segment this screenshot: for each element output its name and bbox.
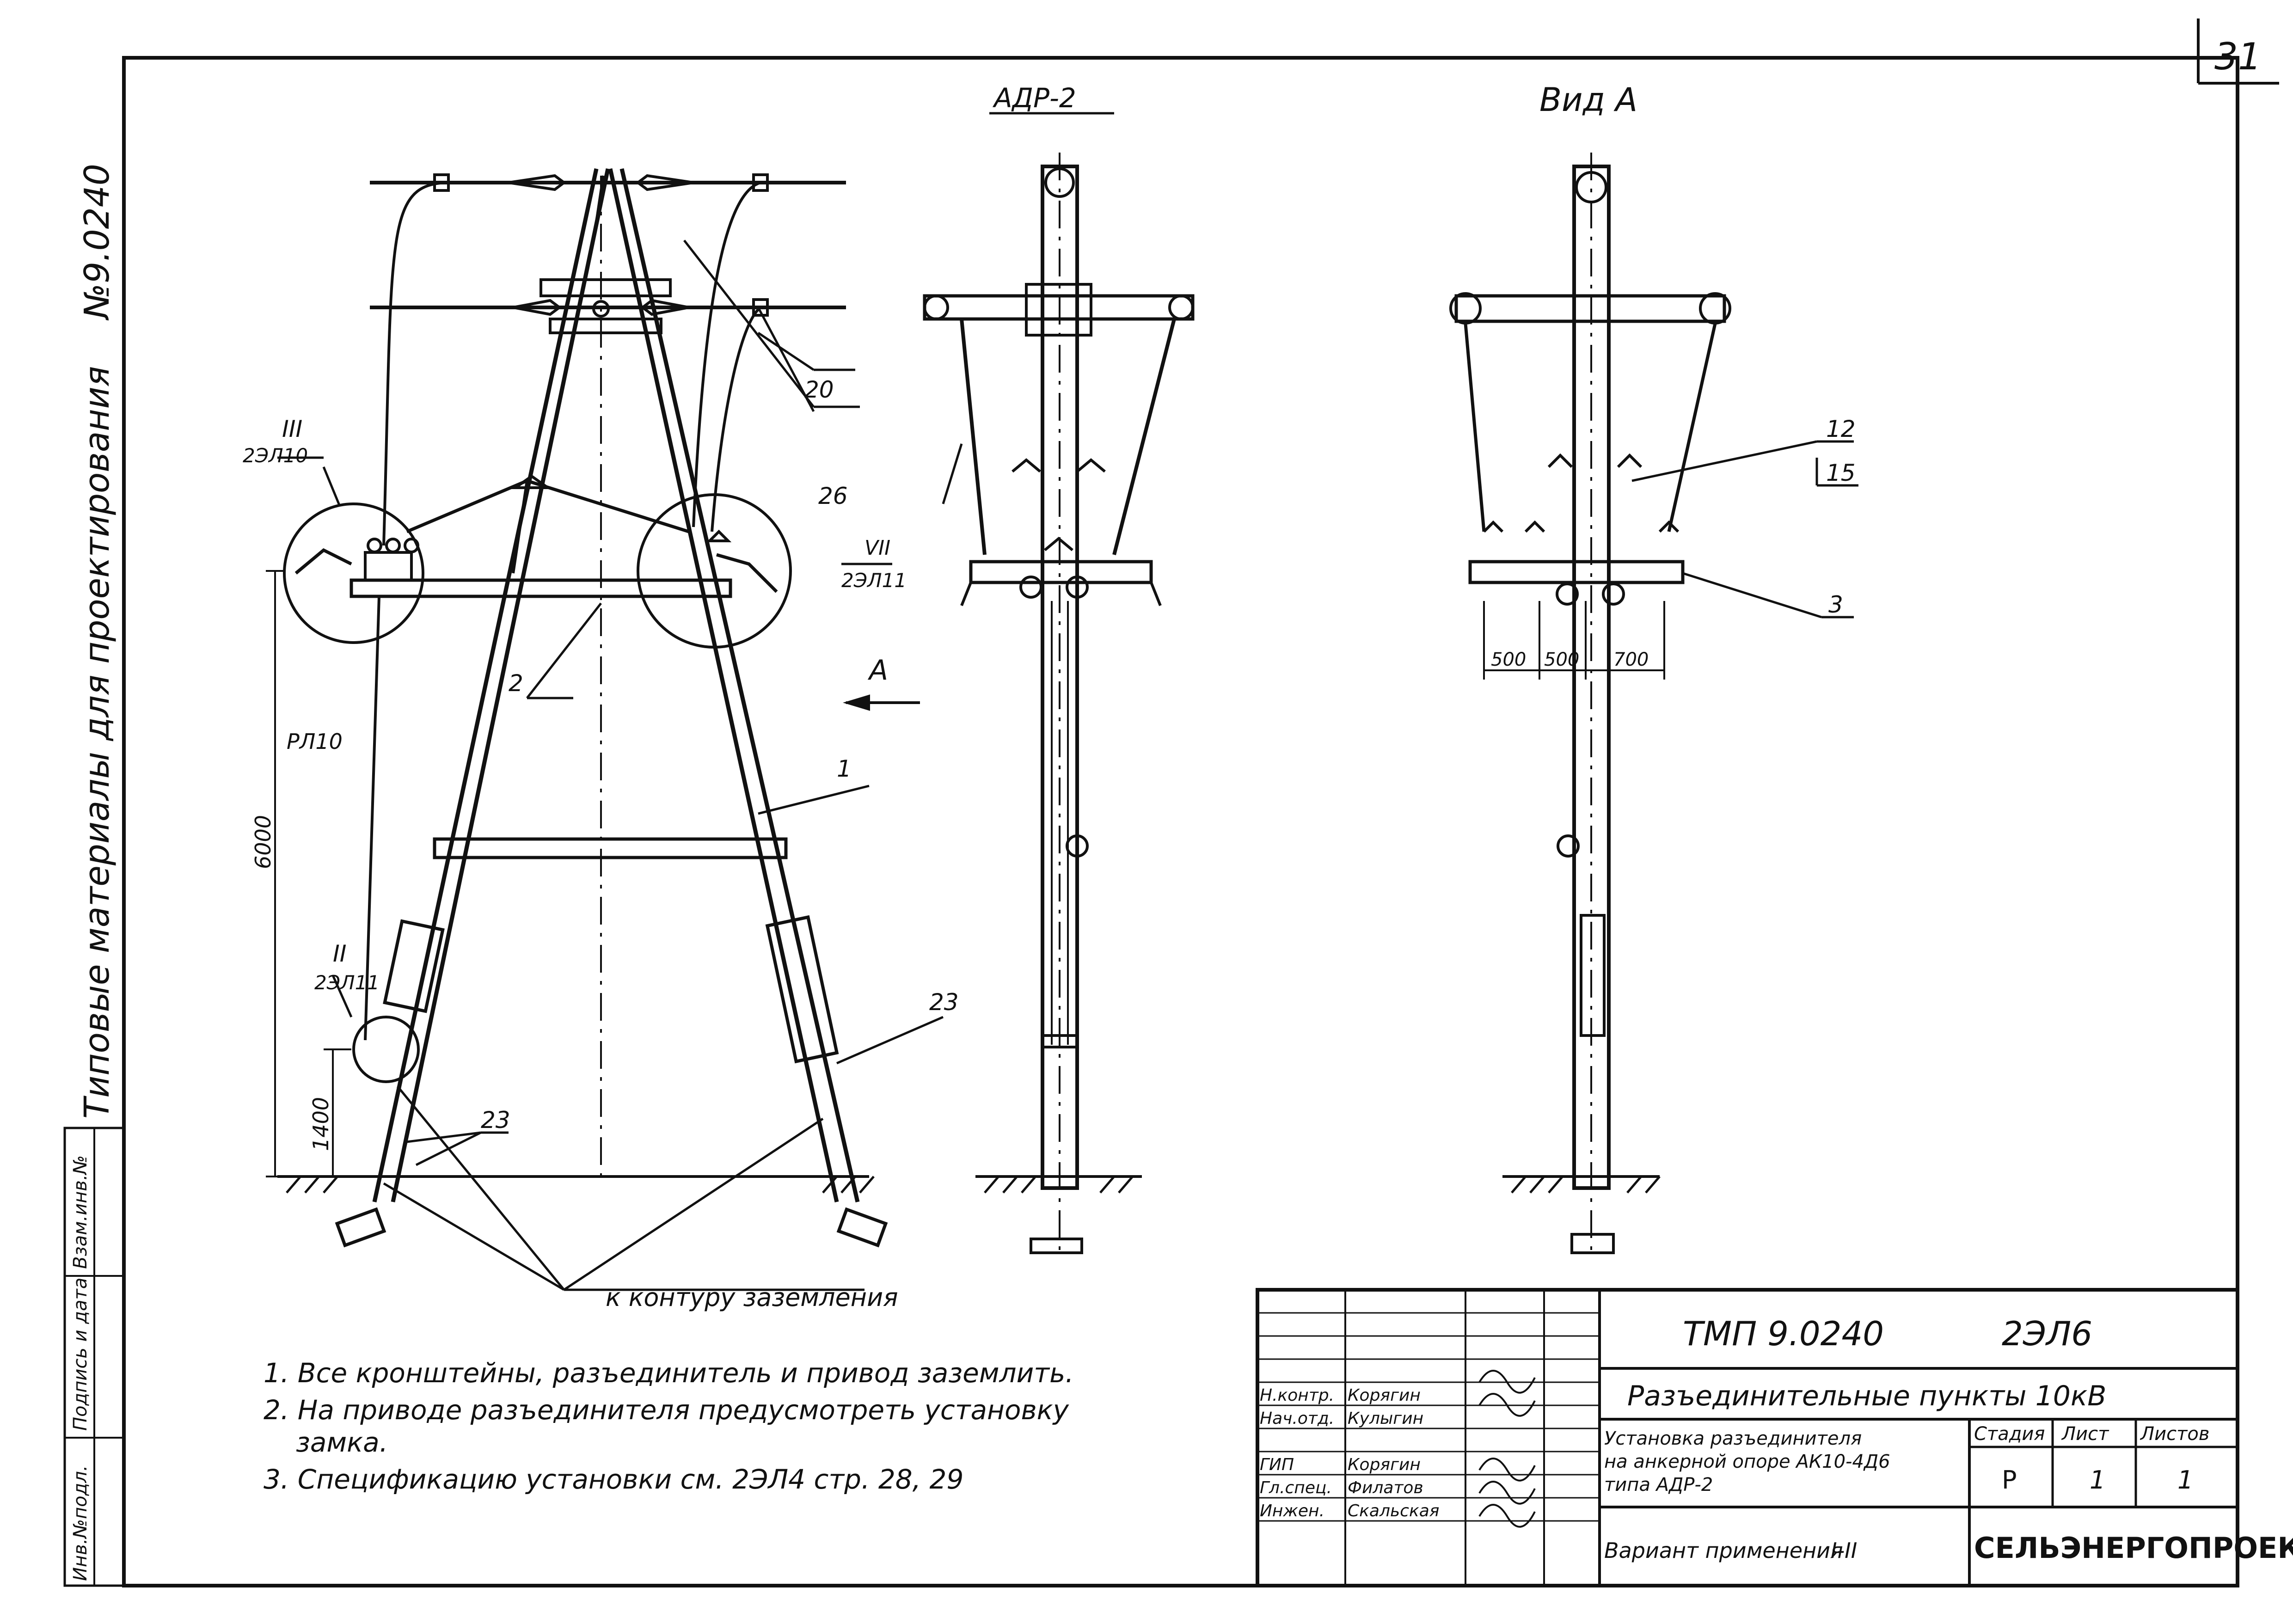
node-2-ref: 2ЭЛ11: [314, 971, 380, 994]
doc-code: ТМП 9.0240: [1683, 1314, 1884, 1353]
frame-border: [122, 56, 2239, 1587]
staff-name-3: Корягин: [1348, 1455, 1421, 1474]
node-3-number: III: [282, 416, 302, 442]
callout-23-right: 23: [929, 989, 959, 1016]
side-table: Инв.№подл. Подпись и дата Взам.инв.№: [63, 1127, 125, 1587]
sheet-label: Лист: [2061, 1423, 2109, 1445]
node-7-ref: 2ЭЛ11: [841, 569, 907, 592]
subtitle-line-1: Установка разъединителя: [1604, 1428, 1862, 1449]
callout-15: 15: [1826, 460, 1856, 486]
dim-700: 700: [1613, 649, 1649, 670]
sheets-value: 1: [2177, 1465, 2193, 1495]
view-title-adr2: АДР-2: [992, 82, 1076, 114]
side-table-cell-1: Инв.№подл.: [70, 1465, 91, 1581]
side-table-cell-3: Взам.инв.№: [70, 1155, 91, 1269]
view-arrow-a: А: [867, 654, 888, 686]
staff-name-5: Скальская: [1348, 1501, 1439, 1520]
callout-2: 2: [509, 670, 523, 697]
sheet-code: 2ЭЛ6: [2002, 1314, 2092, 1353]
callout-26: 26: [818, 483, 848, 509]
dim-500-a: 500: [1491, 649, 1526, 670]
node-2-number: II: [333, 940, 347, 967]
stage-value: Р: [2002, 1465, 2017, 1495]
staff-name-1: Корягин: [1348, 1386, 1421, 1405]
variant-value: I-II: [1831, 1538, 1857, 1563]
staff-name-4: Филатов: [1348, 1478, 1423, 1497]
sheet-value: 1: [2090, 1465, 2105, 1495]
variant-label: Вариант применения: [1604, 1538, 1843, 1563]
adr2-side-view: [923, 153, 1195, 1257]
sheets-label: Листов: [2140, 1423, 2209, 1445]
staff-role-3: ГИП: [1260, 1455, 1294, 1474]
staff-role-1: Н.контр.: [1260, 1386, 1334, 1405]
dim-1400: 1400: [308, 1097, 333, 1151]
view-title-vid-a: Вид А: [1539, 81, 1637, 119]
note-3: 3. Спецификацию установки см. 2ЭЛ4 стр. …: [264, 1464, 963, 1495]
drawing-title: Разъединительные пункты 10кВ: [1627, 1380, 2106, 1412]
staff-role-2: Нач.отд.: [1260, 1409, 1334, 1428]
label-ra10: РЛ10: [287, 729, 343, 754]
side-table-cell-2: Подпись и дата: [70, 1278, 91, 1431]
callout-1: 1: [837, 755, 852, 782]
side-code: №9.0240: [77, 164, 117, 321]
staff-role-4: Гл.спец.: [1260, 1478, 1332, 1497]
note-2: 2. На приводе разъединителя предусмотрет…: [264, 1394, 1069, 1426]
company-name: СЕЛЬЭНЕРГОПРОЕКТ: [1974, 1531, 2293, 1565]
note-1: 1. Все кронштейны, разъединитель и приво…: [264, 1357, 1074, 1389]
staff-role-5: Инжен.: [1260, 1501, 1324, 1520]
dim-500-b: 500: [1544, 649, 1579, 670]
a-frame-tower: [266, 168, 944, 1291]
notes: 1. Все кронштейны, разъединитель и приво…: [264, 1357, 1074, 1495]
note-2-cont: замка.: [296, 1427, 388, 1458]
stage-label: Стадия: [1974, 1423, 2045, 1445]
ground-label: к контуру заземления: [606, 1283, 898, 1312]
callout-3: 3: [1828, 591, 1843, 618]
view-a: [1449, 153, 1858, 1257]
callout-12: 12: [1826, 416, 1856, 442]
staff-name-2: Кулыгин: [1348, 1409, 1423, 1428]
callout-23-left: 23: [481, 1107, 510, 1134]
node-3-ref: 2ЭЛ10: [243, 444, 308, 467]
callout-20: 20: [804, 376, 834, 403]
node-7-number: VII: [864, 536, 890, 560]
subtitle-line-2: на анкерной опоре АК10-4Д6: [1604, 1451, 1890, 1472]
subtitle-line-3: типа АДР-2: [1604, 1474, 1713, 1495]
title-block: [1256, 1288, 2239, 1587]
dim-6000: 6000: [251, 815, 276, 869]
side-title: Типовые материалы для проектирования: [77, 366, 117, 1119]
